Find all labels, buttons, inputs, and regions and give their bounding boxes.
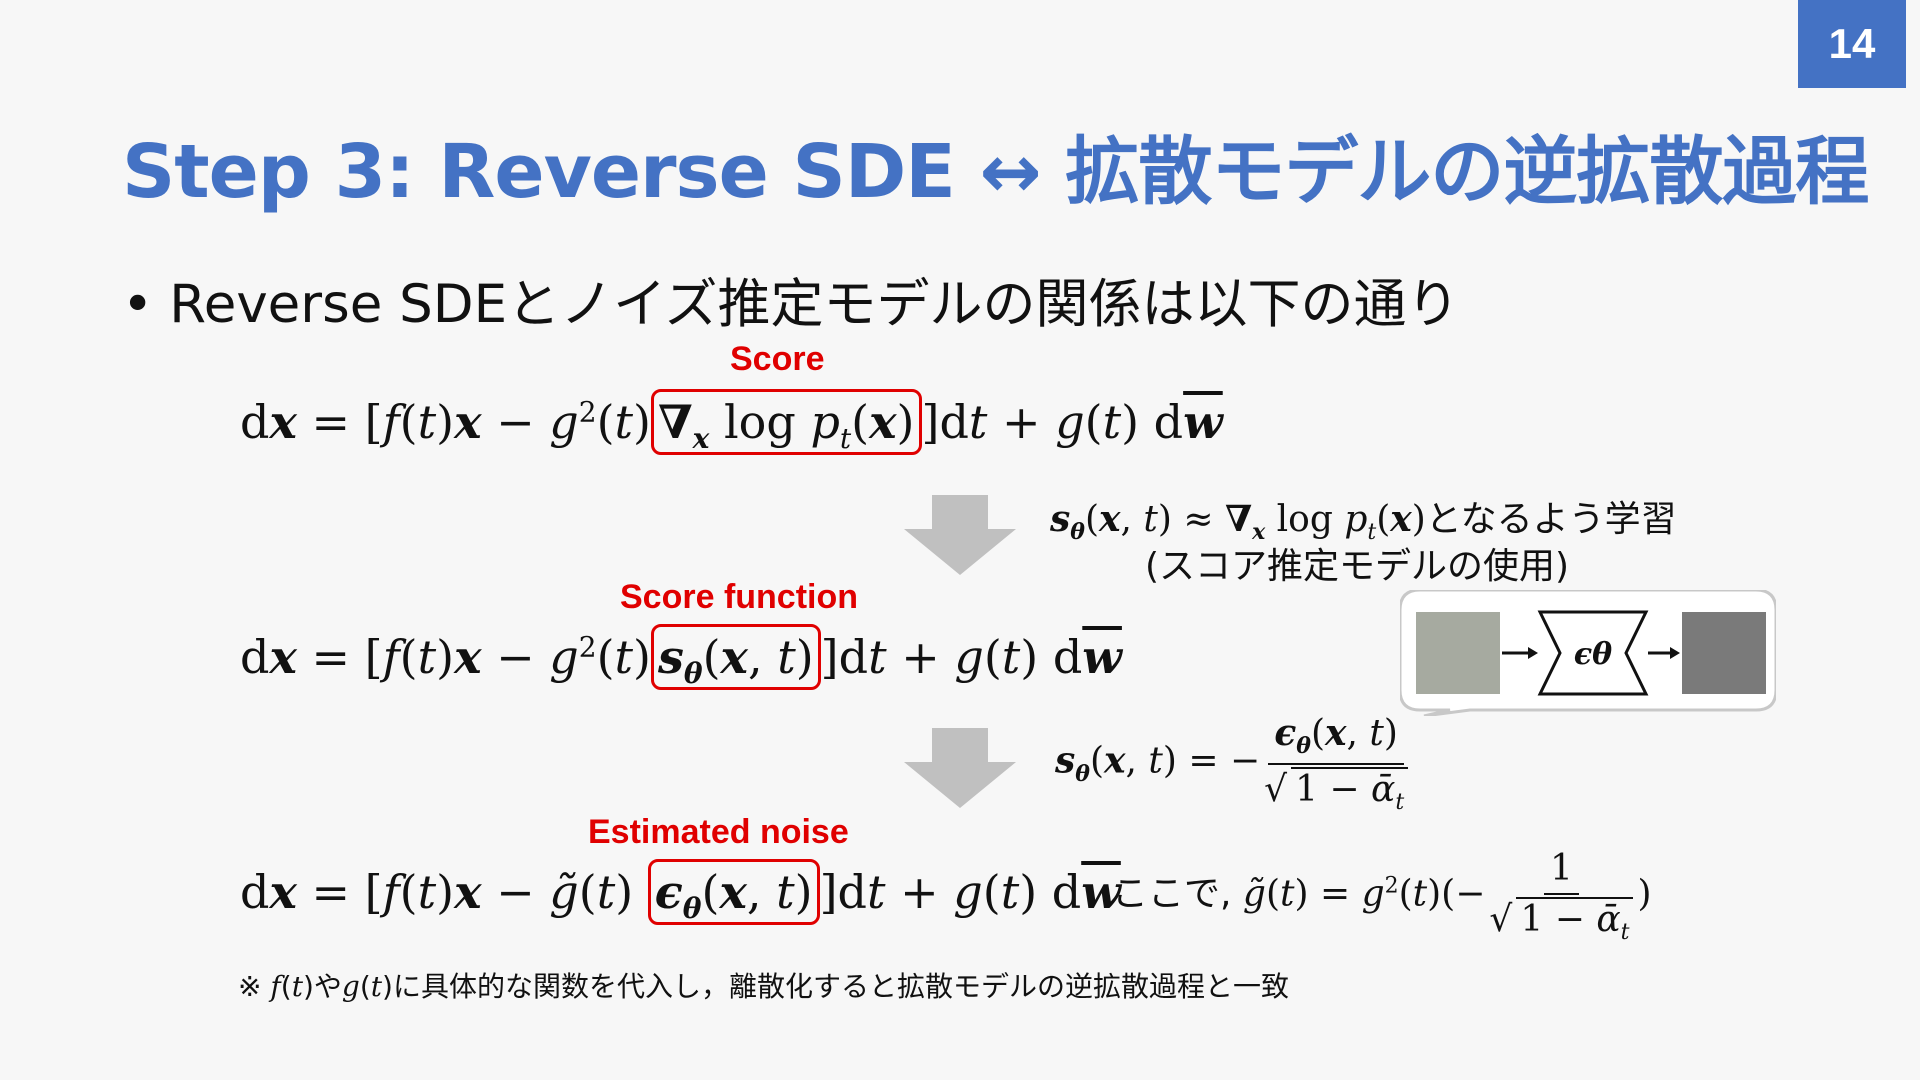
score-noise-fraction: ϵθ(x, t)√1 − ᾱt bbox=[1264, 712, 1409, 815]
equation-forward-score: dx = [f(t)x − g2(t)∇x log pt(x)]dt + g(t… bbox=[240, 389, 1223, 455]
input-image-thumbnail bbox=[1416, 612, 1500, 694]
label-score: Score bbox=[730, 340, 825, 378]
label-estimated-noise: Estimated noise bbox=[588, 813, 849, 851]
slide-title: Step 3: Reverse SDE ↔ 拡散モデルの逆拡散過程 bbox=[122, 129, 1869, 215]
model-block-icon bbox=[1537, 610, 1649, 696]
bullet-text: Reverse SDEとノイズ推定モデルの関係は以下の通り bbox=[169, 274, 1460, 335]
score-model-note-text: (スコア推定モデルの使用) bbox=[1145, 546, 1570, 587]
equation-estimated-noise: dx = [f(t)x − g̃(t) ϵθ(x, t)]dt + g(t) d… bbox=[240, 859, 1121, 925]
footnote: ※ f(t)やg(t)に具体的な関数を代入し，離散化すると拡散モデルの逆拡散過程… bbox=[238, 970, 1289, 1003]
score-function-highlight-box: sθ(x, t) bbox=[650, 624, 821, 690]
footnote-mark: ※ bbox=[238, 970, 262, 1003]
where-label: ここで, bbox=[1112, 873, 1232, 915]
label-score-function: Score function bbox=[620, 578, 859, 616]
score-model-note: (スコア推定モデルの使用) bbox=[1145, 537, 1569, 589]
bullet-point: •Reverse SDEとノイズ推定モデルの関係は以下の通り bbox=[122, 262, 1460, 338]
model-label: ϵθ bbox=[1574, 637, 1612, 672]
output-noise-thumbnail bbox=[1682, 612, 1766, 694]
score-noise-relation: sθ(x, t) = −ϵθ(x, t)√1 − ᾱt bbox=[1055, 712, 1412, 815]
bullet-dot-icon: • bbox=[122, 274, 154, 335]
score-training-note: sθ(x, t) ≈ ∇x log pt(x)となるよう学習 bbox=[1050, 498, 1677, 546]
down-arrow-icon bbox=[904, 728, 1016, 808]
g-tilde-fraction: 1√1 − ᾱt bbox=[1489, 848, 1634, 945]
noise-highlight-box: ϵθ(x, t) bbox=[647, 859, 820, 925]
equation-score-function: dx = [f(t)x − g2(t)sθ(x, t)]dt + g(t) dw bbox=[240, 624, 1122, 690]
g-tilde-definition: ここで, g̃(t) = g2(t)(−1√1 − ᾱt) bbox=[1112, 848, 1652, 946]
noise-model-diagram: ϵθ bbox=[1400, 590, 1776, 716]
score-highlight-box: ∇x log pt(x) bbox=[650, 389, 922, 455]
down-arrow-icon bbox=[904, 495, 1016, 575]
slide-number: 14 bbox=[1798, 0, 1906, 88]
